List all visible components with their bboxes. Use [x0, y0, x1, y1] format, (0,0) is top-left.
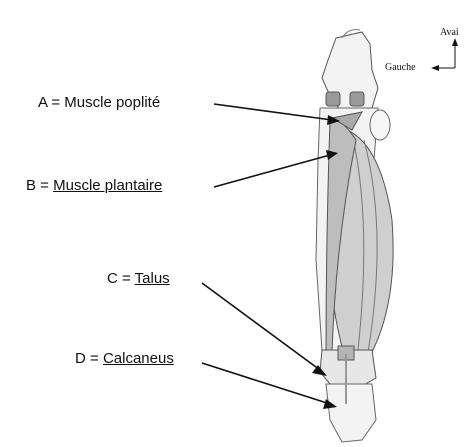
label-d-prefix: D =: [75, 350, 103, 367]
label-d: D = Calcaneus: [75, 350, 174, 368]
orient-up-arrow: [452, 38, 458, 46]
orient-left-arrow: [431, 65, 439, 71]
label-a: A = Muscle poplité: [38, 94, 160, 112]
label-a-prefix: A =: [38, 94, 64, 111]
label-b-prefix: B =: [26, 177, 53, 194]
label-b-text: Muscle plantaire: [53, 177, 162, 194]
label-c: C = Talus: [107, 270, 170, 288]
label-c-prefix: C =: [107, 270, 135, 287]
fibula-head: [370, 110, 390, 140]
orientation-left: Gauche: [385, 62, 416, 73]
label-d-text: Calcaneus: [103, 350, 174, 367]
calcaneus-shape: [326, 384, 376, 442]
orientation-anterior: Avai: [440, 27, 459, 38]
arrow-C: [202, 283, 327, 376]
label-a-text: Muscle poplité: [64, 94, 160, 111]
label-b: B = Muscle plantaire: [26, 177, 162, 195]
right-condyle: [350, 92, 364, 106]
left-condyle: [326, 92, 340, 106]
label-c-text: Talus: [135, 270, 170, 287]
